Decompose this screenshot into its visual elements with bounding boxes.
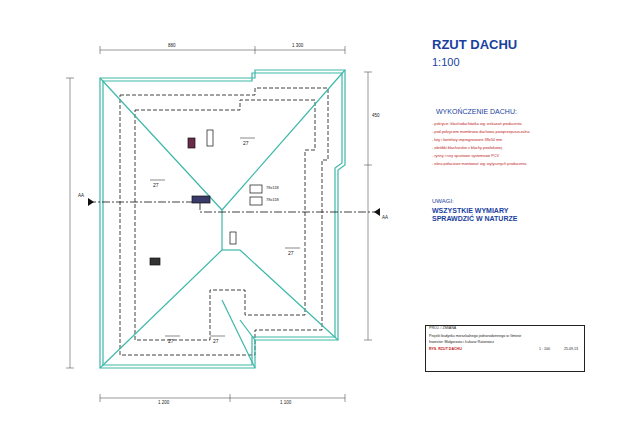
text-label: 27	[243, 141, 249, 147]
text-label: 880	[168, 44, 176, 49]
text-label: - obróbki blacharskie z blachy powlekane…	[432, 146, 502, 150]
text-label: WSZYSTKIE WYMIARY SPRAWDZIĆ W NATURZE	[432, 207, 532, 222]
text-label: AA	[382, 216, 388, 221]
text-label: - okna połaciowe montować wg. wytycznych…	[432, 162, 526, 166]
text-label: - łaty i kontrłaty impregnowane 38x50 mm	[432, 138, 502, 142]
text-label: AA	[78, 194, 84, 199]
title-block: PROJ. / ZMIANA Projekt budynku mieszkalne…	[425, 325, 585, 372]
text-label: 27	[168, 339, 174, 345]
text-label: 27	[213, 339, 219, 345]
text-label: 1:100	[432, 56, 460, 68]
text-label: - pokrycie: blachodachówka wg. wskazań p…	[432, 122, 522, 126]
text-label: 78x118	[266, 198, 279, 202]
text-label: WYKOŃCZENIE DACHU:	[436, 108, 517, 116]
text-label: 27	[153, 183, 159, 189]
title-block-text: 1 : 100	[539, 348, 550, 352]
text-label: 1 300	[292, 44, 303, 49]
text-label: 27	[288, 251, 294, 257]
text-label: 78x118	[266, 186, 279, 190]
title-block-text: 25.09.13	[564, 348, 578, 352]
text-label: UWAGI:	[432, 198, 454, 205]
title-block-text: RYS. RZUT DACHU	[429, 348, 462, 352]
text-label: - rynny i rury spustowe systemowe PCV	[432, 154, 499, 158]
text-label: 1 200	[158, 401, 169, 406]
title-block-text: PROJ. / ZMIANA	[429, 327, 456, 331]
text-label: 1 100	[280, 401, 291, 406]
title-block-text: Projekt budynku mieszkalnego jednorodzin…	[429, 335, 521, 339]
title-block-text: Inwestor: Małgorzata i Łukasz Ratonwicz	[429, 341, 494, 345]
text-label: 450	[372, 114, 380, 119]
text-label: - pod pokryciem membrana dachowa paroprz…	[432, 130, 530, 134]
drawing-title: RZUT DACHU	[432, 38, 517, 52]
